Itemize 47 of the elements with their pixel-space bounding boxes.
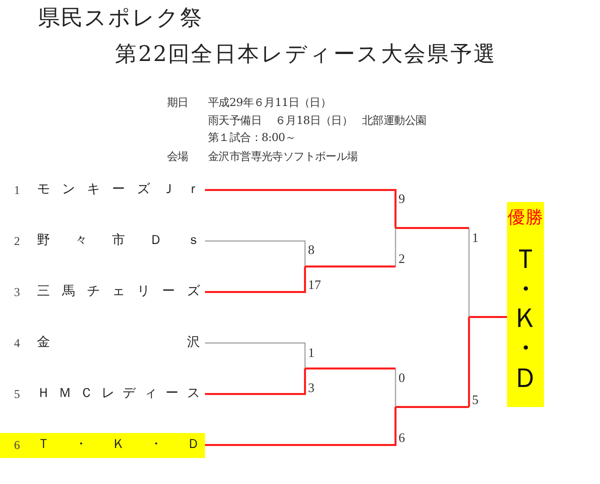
score-label: 5 bbox=[472, 393, 478, 407]
bracket-line bbox=[205, 342, 306, 368]
info-text: 北部運動公園 bbox=[362, 113, 426, 129]
score-label: 2 bbox=[398, 252, 405, 266]
seed-number: 3 bbox=[14, 284, 21, 300]
champion-team-name: Ｔ・Ｋ・Ｄ bbox=[512, 245, 539, 394]
highlight-band bbox=[0, 432, 205, 458]
score-label: 8 bbox=[308, 243, 314, 257]
seed-number: 6 bbox=[14, 437, 21, 453]
champion-panel bbox=[507, 202, 544, 407]
title: 県民スポレク祭 bbox=[38, 5, 203, 33]
score-label: 9 bbox=[398, 192, 405, 206]
bracket-line bbox=[205, 240, 306, 266]
subtitle: 第22回全日本レディース大会県予選 bbox=[115, 41, 497, 69]
info-heading: 会場 bbox=[167, 149, 188, 165]
score-label: 17 bbox=[308, 278, 321, 292]
seed-number: 4 bbox=[14, 335, 21, 351]
bracket-line bbox=[394, 368, 396, 407]
info-text: ６月18日（日） bbox=[275, 113, 353, 129]
score-label: 1 bbox=[308, 346, 314, 360]
team-name: モンキーズＪｒ bbox=[37, 181, 200, 199]
team-name: 野々市Ｄｓ bbox=[37, 232, 200, 250]
seed-number: 5 bbox=[14, 386, 21, 402]
bracket-line bbox=[396, 406, 469, 408]
team-name: Ｔ・Ｋ・Ｄ bbox=[37, 436, 200, 454]
info-text: 第１試合：8:00～ bbox=[208, 130, 296, 146]
team-name: 金沢 bbox=[37, 334, 200, 352]
info-text: 金沢市営専光寺ソフトボール場 bbox=[208, 149, 358, 165]
bracket-line bbox=[305, 368, 396, 370]
score-label: 6 bbox=[398, 431, 405, 445]
bracket-line bbox=[205, 368, 306, 395]
champion-heading: 優勝 bbox=[508, 208, 544, 228]
seed-number: 1 bbox=[14, 182, 21, 198]
info-text: 雨天予備日 bbox=[208, 113, 262, 129]
info-heading: 期日 bbox=[167, 95, 188, 111]
bracket-line bbox=[394, 228, 396, 266]
team-name: ＨＭＣレディース bbox=[37, 385, 200, 403]
team-name: 三馬チェリーズ bbox=[37, 283, 200, 301]
seed-number: 2 bbox=[14, 233, 21, 249]
score-label: 3 bbox=[308, 381, 314, 395]
score-label: 1 bbox=[472, 231, 478, 245]
bracket-line bbox=[305, 266, 396, 268]
score-label: 0 bbox=[398, 371, 405, 385]
bracket-line bbox=[468, 317, 470, 407]
info-text: 平成29年６月11日（日） bbox=[208, 95, 332, 111]
bracket-line bbox=[205, 266, 306, 293]
bracket-line bbox=[205, 407, 396, 446]
